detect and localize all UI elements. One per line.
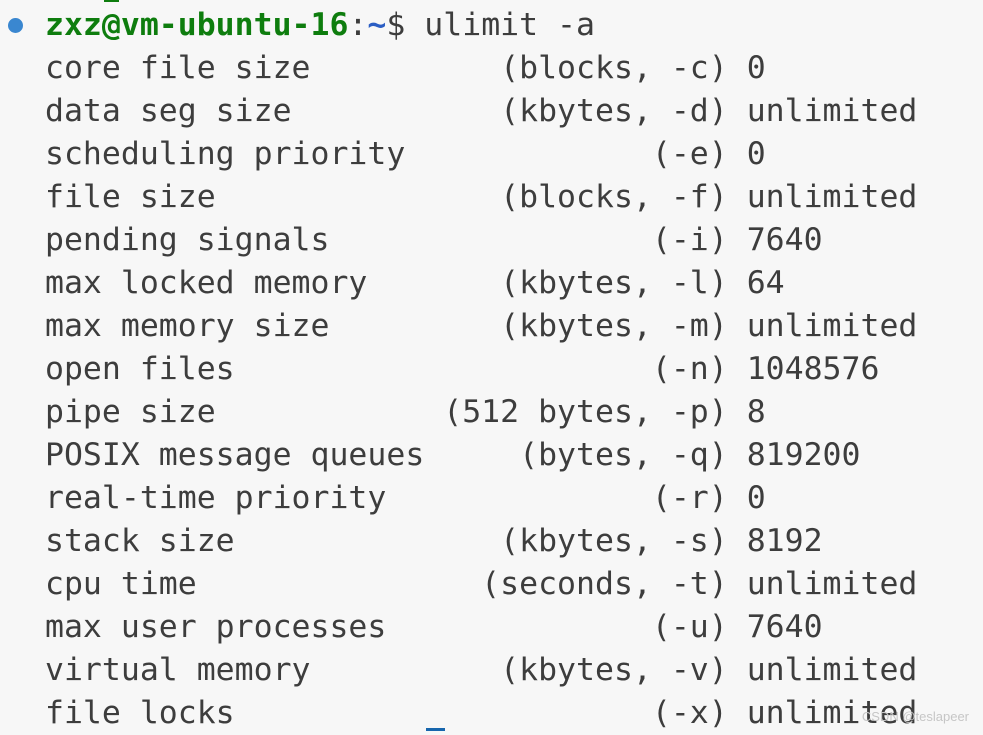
terminal-cursor [426, 728, 445, 731]
terminal-output-line: cpu time (seconds, -t) unlimited [45, 566, 918, 602]
prompt-separator: : [348, 7, 368, 43]
prompt-working-directory: ~ [367, 7, 387, 43]
terminal-output-line: core file size (blocks, -c) 0 [45, 50, 766, 86]
terminal-output-line: file locks (-x) unlimited [45, 695, 918, 731]
terminal-output-line: stack size (kbytes, -s) 8192 [45, 523, 823, 559]
terminal-output-line: scheduling priority (-e) 0 [45, 136, 766, 172]
prompt-bullet-icon [8, 18, 23, 33]
terminal-output-line: max locked memory (kbytes, -l) 64 [45, 265, 785, 301]
terminal-prompt-line: zxz@vm-ubuntu-16:~$ ulimit -a [45, 4, 983, 47]
terminal-output-line: max memory size (kbytes, -m) unlimited [45, 308, 918, 344]
terminal-output-line: open files (-n) 1048576 [45, 351, 880, 387]
terminal-output-line: data seg size (kbytes, -d) unlimited [45, 93, 918, 129]
prompt-user-host: zxz@vm-ubuntu-16 [45, 7, 349, 43]
watermark-text: CSDN @teslapeer [861, 709, 969, 724]
terminal-output-line: POSIX message queues (bytes, -q) 819200 [45, 437, 861, 473]
terminal-output-line: max user processes (-u) 7640 [45, 609, 823, 645]
terminal-output-line: real-time priority (-r) 0 [45, 480, 766, 516]
terminal-output-line: virtual memory (kbytes, -v) unlimited [45, 652, 918, 688]
terminal-output-line: pipe size (512 bytes, -p) 8 [45, 394, 766, 430]
previous-line-cutoff-artifact [104, 0, 119, 2]
terminal-output-line: pending signals (-i) 7640 [45, 222, 823, 258]
terminal-output-line: file size (blocks, -f) unlimited [45, 179, 918, 215]
prompt-command: $ ulimit -a [386, 7, 595, 43]
